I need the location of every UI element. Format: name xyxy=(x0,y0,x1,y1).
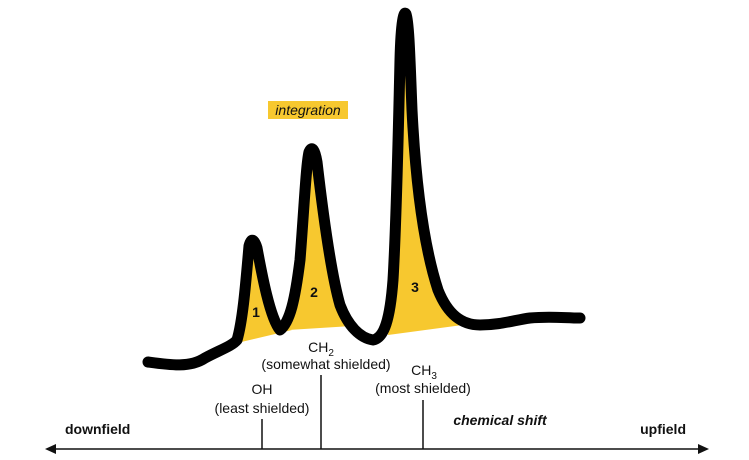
peak-number-1: 1 xyxy=(252,304,260,320)
peak-1-description: (least shielded) xyxy=(215,400,310,416)
peak-3-group-base: CH xyxy=(411,362,431,378)
peak-3-group-label: CH3 xyxy=(411,362,437,382)
axis-left-arrowhead xyxy=(45,444,56,454)
peak-1-group-label: OH xyxy=(252,381,273,397)
peak-3-description: (most shielded) xyxy=(375,380,471,396)
peak-2-group-label: CH2 xyxy=(308,339,334,359)
axis-left-label: downfield xyxy=(65,421,130,437)
peak-2-group-base: CH xyxy=(308,339,328,355)
integration-label-highlight xyxy=(268,101,348,119)
spectrum-trace xyxy=(142,7,586,371)
peak-3-group-subscript: 3 xyxy=(431,371,437,382)
integration-label: integration xyxy=(275,102,341,118)
axis-right-arrowhead xyxy=(698,444,709,454)
peak-number-2: 2 xyxy=(310,284,318,300)
peak-2-description: (somewhat shielded) xyxy=(261,356,390,372)
axis-right-label: upfield xyxy=(640,421,686,437)
peak-number-3: 3 xyxy=(411,279,419,295)
peak-2-group-subscript: 2 xyxy=(328,348,334,359)
axis-title: chemical shift xyxy=(453,412,548,428)
